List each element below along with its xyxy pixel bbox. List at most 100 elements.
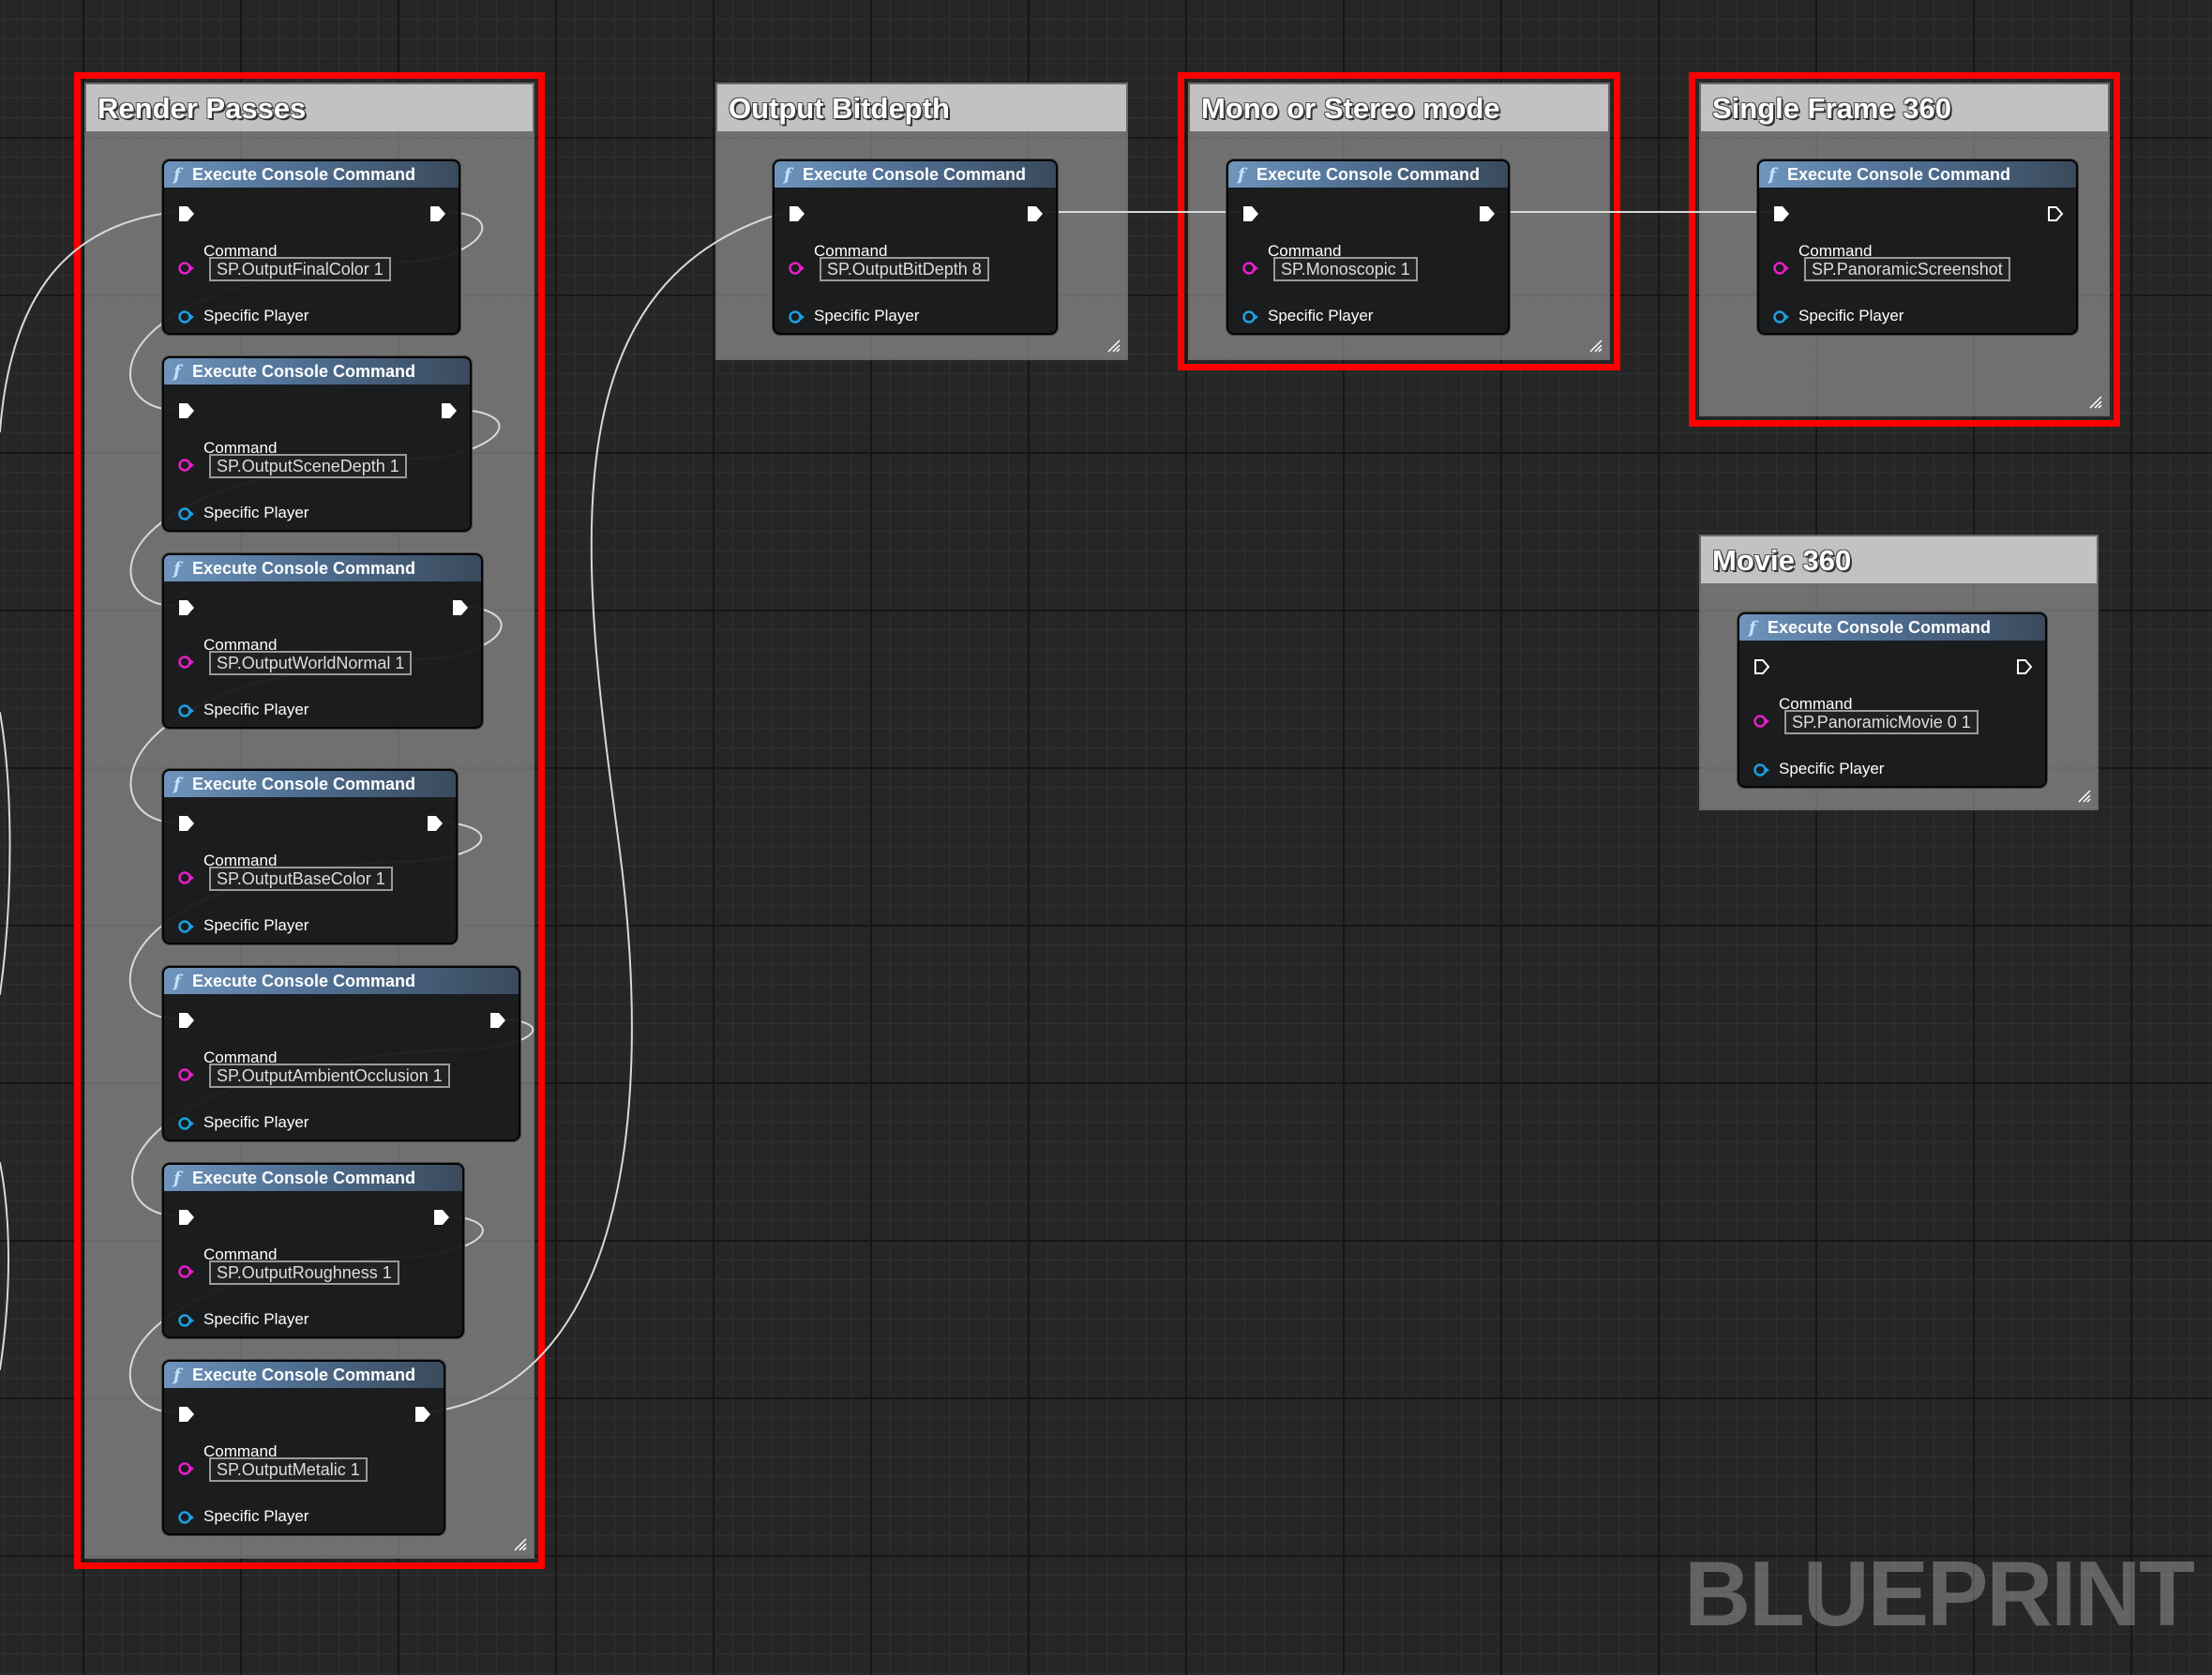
resize-grip-icon[interactable] xyxy=(2076,788,2091,803)
specific-player-label: Specific Player xyxy=(203,1113,309,1131)
node-header[interactable]: f Execute Console Command xyxy=(164,1165,462,1191)
object-pin-icon[interactable] xyxy=(177,309,196,324)
command-input[interactable]: SP.OutputFinalColor 1 xyxy=(209,257,391,281)
exec-out-pin-icon[interactable] xyxy=(2046,204,2065,223)
string-pin-icon[interactable] xyxy=(1753,714,1771,729)
string-pin-icon[interactable] xyxy=(788,261,806,276)
object-pin-icon[interactable] xyxy=(177,703,196,718)
string-pin-icon[interactable] xyxy=(177,1264,196,1279)
exec-in-pin-icon[interactable] xyxy=(1772,204,1791,223)
resize-grip-icon[interactable] xyxy=(1106,338,1121,353)
function-icon: f xyxy=(1749,617,1756,638)
resize-grip-icon[interactable] xyxy=(512,1536,527,1551)
command-input[interactable]: SP.OutputBitDepth 8 xyxy=(820,257,989,281)
function-icon: f xyxy=(173,361,181,382)
specific-player-label: Specific Player xyxy=(203,1310,309,1328)
node-title: Execute Console Command xyxy=(192,1168,416,1187)
string-pin-icon[interactable] xyxy=(177,655,196,670)
exec-out-pin-icon[interactable] xyxy=(414,1405,432,1424)
command-input[interactable]: SP.Monoscopic 1 xyxy=(1273,257,1418,281)
specific-player-label: Specific Player xyxy=(203,307,309,324)
exec-out-pin-icon[interactable] xyxy=(432,1208,451,1227)
command-input[interactable]: SP.OutputSceneDepth 1 xyxy=(209,454,407,478)
object-pin-icon[interactable] xyxy=(177,506,196,521)
object-pin-icon[interactable] xyxy=(177,1313,196,1328)
exec-out-pin-icon[interactable] xyxy=(489,1011,507,1030)
command-input[interactable]: SP.OutputAmbientOcclusion 1 xyxy=(209,1064,450,1088)
blueprint-watermark: BLUEPRINT xyxy=(1684,1542,2195,1645)
command-input[interactable]: SP.PanoramicScreenshot xyxy=(1804,257,2010,281)
exec-out-pin-icon[interactable] xyxy=(426,814,444,833)
string-pin-icon[interactable] xyxy=(177,261,196,276)
object-pin-icon[interactable] xyxy=(788,309,806,324)
exec-in-pin-icon[interactable] xyxy=(1241,204,1260,223)
object-pin-icon[interactable] xyxy=(1241,309,1260,324)
command-input[interactable]: SP.OutputWorldNormal 1 xyxy=(209,651,413,675)
string-pin-icon[interactable] xyxy=(177,870,196,885)
function-icon: f xyxy=(173,558,181,579)
specific-player-label: Specific Player xyxy=(203,504,309,521)
node-header[interactable]: f Execute Console Command xyxy=(1759,161,2076,188)
exec-out-pin-icon[interactable] xyxy=(2015,657,2034,676)
resize-grip-icon[interactable] xyxy=(2087,394,2102,409)
string-pin-icon[interactable] xyxy=(177,1067,196,1082)
exec-in-pin-icon[interactable] xyxy=(177,1208,196,1227)
resize-grip-icon[interactable] xyxy=(1588,338,1603,353)
exec-in-pin-icon[interactable] xyxy=(177,598,196,617)
function-icon: f xyxy=(173,164,181,185)
function-icon: f xyxy=(173,1168,181,1188)
exec-out-pin-icon[interactable] xyxy=(429,204,447,223)
object-pin-icon[interactable] xyxy=(177,1510,196,1525)
command-input[interactable]: SP.OutputBaseColor 1 xyxy=(209,867,393,891)
function-icon: f xyxy=(173,774,181,794)
exec-out-pin-icon[interactable] xyxy=(1478,204,1497,223)
exec-in-pin-icon[interactable] xyxy=(177,814,196,833)
object-pin-icon[interactable] xyxy=(1753,762,1771,777)
exec-out-pin-icon[interactable] xyxy=(451,598,470,617)
command-input[interactable]: SP.OutputRoughness 1 xyxy=(209,1260,399,1285)
object-pin-icon[interactable] xyxy=(1772,309,1791,324)
exec-in-pin-icon[interactable] xyxy=(177,401,196,420)
node-title: Execute Console Command xyxy=(1787,164,2011,184)
comment-title: Mono or Stereo mode xyxy=(1190,84,1608,131)
string-pin-icon[interactable] xyxy=(1772,261,1791,276)
exec-in-pin-icon[interactable] xyxy=(177,204,196,223)
specific-player-label: Specific Player xyxy=(203,1507,309,1525)
string-pin-icon[interactable] xyxy=(177,458,196,473)
exec-out-pin-icon[interactable] xyxy=(440,401,459,420)
string-pin-icon[interactable] xyxy=(1241,261,1260,276)
function-icon: f xyxy=(1238,164,1245,185)
exec-in-pin-icon[interactable] xyxy=(177,1011,196,1030)
object-pin-icon[interactable] xyxy=(177,1116,196,1131)
function-icon: f xyxy=(1768,164,1776,185)
exec-wire xyxy=(0,712,11,995)
exec-in-pin-icon[interactable] xyxy=(177,1405,196,1424)
exec-in-pin-icon[interactable] xyxy=(1753,657,1771,676)
command-input[interactable]: SP.PanoramicMovie 0 1 xyxy=(1784,710,1979,734)
exec-out-pin-icon[interactable] xyxy=(1026,204,1045,223)
string-pin-icon[interactable] xyxy=(177,1461,196,1476)
command-input[interactable]: SP.OutputMetalic 1 xyxy=(209,1457,368,1482)
exec-in-pin-icon[interactable] xyxy=(788,204,806,223)
object-pin-icon[interactable] xyxy=(177,919,196,934)
